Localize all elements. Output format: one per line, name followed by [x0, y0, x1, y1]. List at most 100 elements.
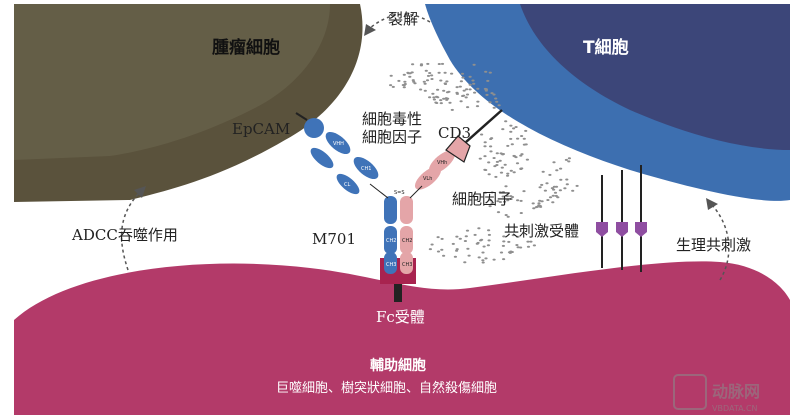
cytokine-dot: [519, 167, 523, 170]
physio-arrow-head: [706, 198, 718, 210]
cytokine-dot: [525, 158, 530, 161]
cytokine-dot: [403, 83, 407, 85]
cytokine-dot: [538, 199, 542, 202]
cytokine-dot: [546, 199, 550, 201]
fc-left-ch2: [384, 226, 397, 254]
cytokine-dot: [515, 162, 520, 165]
cytokine-dot: [483, 191, 487, 194]
disulfide-bond: [369, 183, 389, 199]
helper-cell-title: 輔助細胞: [370, 358, 426, 374]
svg-text:动脉网: 动脉网: [712, 382, 760, 401]
cytokine-dot: [464, 96, 468, 99]
epcam-head: [304, 118, 324, 138]
helper-cell: [14, 261, 790, 415]
cytokine-dot: [545, 182, 549, 185]
cytokine-dot: [468, 75, 472, 78]
cytokine-dot: [492, 157, 496, 159]
domain-label-left-cl: CL: [344, 182, 350, 188]
domain-label-left-ch1: CH1: [361, 166, 371, 172]
cd3-receptor: [445, 135, 471, 163]
cytokine-dot: [428, 96, 432, 99]
cytokine-dot: [481, 251, 485, 254]
cytokine-dot: [482, 245, 486, 248]
cytokine-dot: [490, 202, 494, 205]
cytokine-dot: [519, 212, 523, 214]
cytokine-dot: [424, 69, 428, 72]
cytokine-dot: [563, 187, 567, 190]
cytokine-dot: [495, 164, 499, 166]
cytokine-dot: [463, 240, 467, 242]
cytokine-dot: [484, 169, 488, 171]
cytokine-dots: [389, 62, 579, 264]
cytokine-dot: [532, 244, 537, 247]
cytokine-dot: [511, 234, 515, 237]
cytokine-dot: [539, 205, 543, 208]
cytokine-dot: [408, 75, 412, 78]
cytokine-dot: [483, 145, 487, 148]
cytokine-dot: [430, 74, 434, 77]
cytokine-dot: [510, 196, 515, 198]
cytokine-dot: [567, 157, 572, 160]
cytokine-dot: [455, 86, 459, 89]
cytokine-dot: [412, 80, 416, 83]
cytokine-dot: [447, 90, 451, 93]
cytokine-dot: [555, 169, 559, 172]
fc-receptor-label: Fc受體: [376, 308, 425, 326]
cytokine-dot: [492, 106, 496, 109]
cytokine-dot: [411, 79, 415, 82]
cytokine-dot: [516, 235, 520, 238]
cytokine-dot: [520, 135, 524, 137]
cytokines-label: 細胞因子: [452, 190, 513, 208]
cytokine-dot: [389, 74, 393, 77]
t-cell-title: T細胞: [583, 38, 629, 58]
cytokine-dot: [552, 161, 556, 164]
cytokine-dot: [506, 174, 510, 177]
adcc-arrow-head: [134, 186, 146, 198]
cytokine-dot: [498, 201, 502, 203]
cytokine-dot: [443, 82, 447, 85]
cytokine-dot: [430, 78, 434, 80]
domain-label-ch2-right: CH2: [402, 238, 412, 244]
cytokine-dot: [489, 145, 493, 148]
cytokine-dot: [494, 175, 498, 178]
cytokine-dot: [519, 154, 523, 157]
cytokine-dot: [506, 172, 510, 175]
cytokine-dot: [389, 84, 393, 87]
domain-label-right-vhh: VHh: [437, 160, 447, 166]
epcam-label: EpCAM: [232, 120, 291, 138]
cytokine-dot: [402, 73, 406, 76]
cytokine-dot: [462, 89, 466, 92]
cytotoxic-cytokines-label-line1: 細胞毒性: [361, 110, 422, 128]
cytokine-dot: [490, 137, 494, 140]
cytokine-dot: [419, 88, 423, 91]
cytokine-dot: [495, 100, 499, 103]
cytokine-dot: [514, 156, 518, 159]
cytokine-dot: [440, 248, 444, 251]
cytokine-dot: [488, 101, 492, 104]
lysis-arrow: [369, 13, 431, 29]
cytokine-dot: [505, 195, 510, 198]
cytokine-dot: [509, 137, 513, 140]
cytokine-dot: [548, 196, 553, 199]
cytokine-dot: [466, 106, 470, 109]
cytokine-dot: [567, 160, 571, 163]
cytokine-dot: [442, 97, 446, 100]
cytokine-dot: [481, 259, 485, 262]
domain-label-ch3-right: CH3: [402, 262, 412, 268]
cd3-label: CD3: [438, 124, 472, 142]
cytokine-dot: [458, 85, 462, 88]
cytokine-dot: [509, 169, 513, 172]
cytokine-dot: [451, 242, 455, 245]
cytokine-dot: [445, 98, 449, 101]
cytokine-dot: [490, 191, 494, 194]
cytokine-dot: [459, 100, 463, 103]
cytokine-dot: [445, 80, 449, 83]
cytokine-dot: [432, 98, 436, 101]
svg-text:VBDATA.CN: VBDATA.CN: [712, 404, 758, 413]
cytokine-dot: [439, 99, 443, 102]
cytokine-dot: [477, 256, 481, 259]
cytokine-dot: [423, 89, 427, 92]
cytokine-dot: [489, 199, 493, 202]
cytokine-dot: [499, 171, 504, 174]
